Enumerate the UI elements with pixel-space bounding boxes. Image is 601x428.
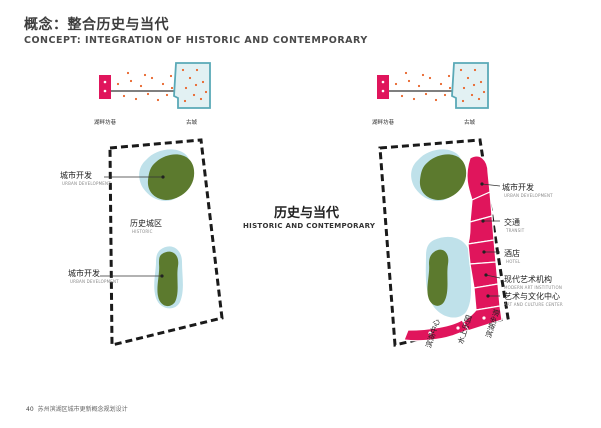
lakeside-block [377,75,389,99]
left-top-mini-diagram [99,62,211,109]
label-urban-dev-en: URBAN DEVELOPMENT [504,193,553,198]
label-old-city: 古城 [186,120,198,126]
site-boundary [378,138,510,347]
label-urban-dev-bottom: 城市开发 [68,269,100,278]
center-title: 历史与当代 [274,206,340,221]
label-urban-dev-top-en: URBAN DEVELOPMENT [62,181,111,186]
page-title: 概念：整合历史与当代 [24,17,169,33]
label-hotel-en: HOTEL [506,259,521,264]
site-boundary [108,138,224,347]
green-zone-top [147,154,195,200]
center-subtitle: HISTORIC AND CONTEMPORARY [243,222,376,230]
right-main-diagram [378,138,510,347]
label-historic-district: 历史城区 [130,219,162,228]
left-main-diagram [100,138,224,347]
page-number: 40 [26,406,34,413]
label-lakeside: 湖畔坊巷 [94,120,117,126]
green-zone-bottom [157,251,179,307]
green-zone-bottom [427,249,449,306]
label-modern-art: 现代艺术机构 [504,275,552,284]
label-art-culture: 艺术与文化中心 [504,292,560,301]
label-transit: 交通 [504,218,520,227]
label-old-city: 古城 [464,120,476,126]
label-urban-dev: 城市开发 [502,183,534,192]
label-modern-art-en: MODERN ART INSTITUTION [504,285,563,290]
page-subtitle: CONCEPT: INTEGRATION OF HISTORIC AND CON… [24,35,368,46]
green-zone-top [419,154,467,200]
right-top-mini-diagram [377,62,489,109]
lakeside-block [99,75,111,99]
label-lakeside: 湖畔坊巷 [372,120,395,126]
old-city-outline [173,62,211,109]
magenta-band [403,155,503,342]
scatter-dots [394,68,486,103]
label-urban-dev-top: 城市开发 [60,171,92,180]
label-historic-district-en: HISTORIC [132,229,153,234]
label-hotel: 酒店 [504,249,520,258]
old-city-outline [451,62,489,109]
label-urban-dev-bottom-en: URBAN DEVELOPMENT [70,279,119,284]
label-transit-en: TRANSIT [506,228,525,233]
footer-text: 苏州滨湖区城市更新概念规划设计 [37,406,128,413]
label-art-culture-en: ART AND CULTURE CENTER [504,302,563,307]
scatter-dots [116,68,208,103]
